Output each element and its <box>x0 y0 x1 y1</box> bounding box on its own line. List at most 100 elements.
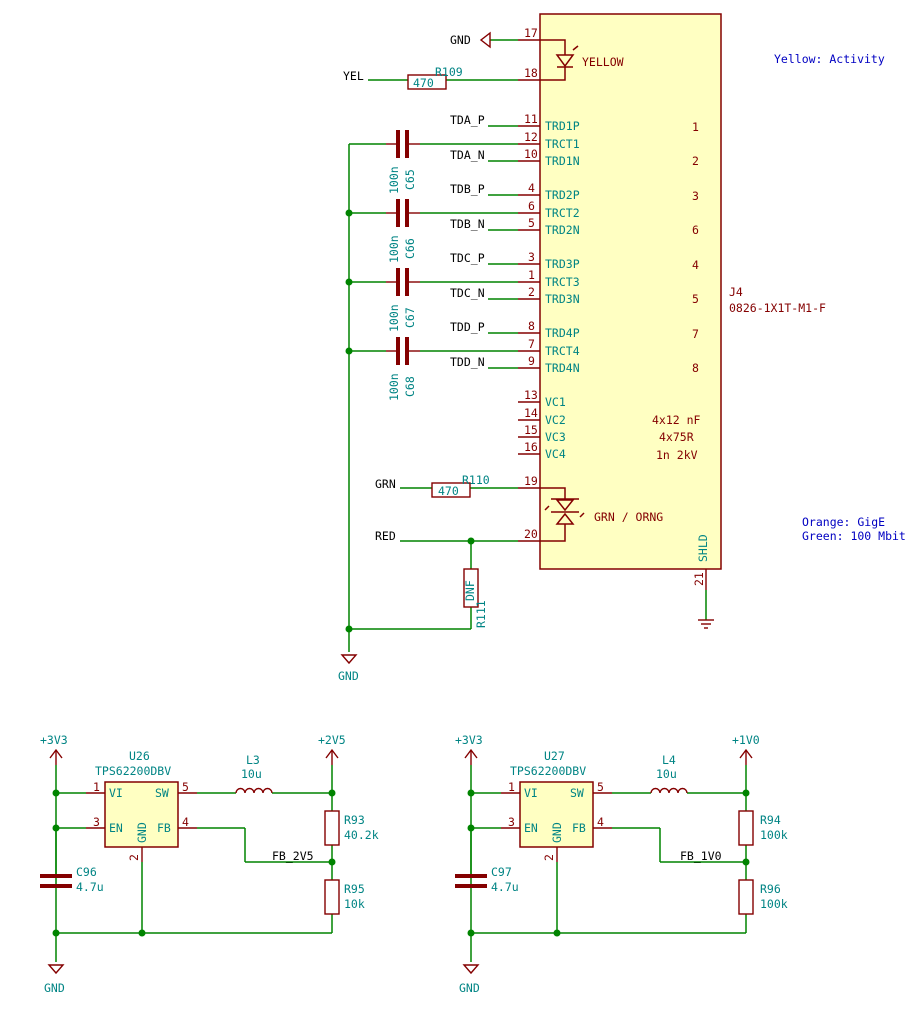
note-green: Green: 100 Mbit <box>802 529 906 543</box>
shield-earth-symbol <box>698 619 714 629</box>
pin-name: TRCT3 <box>545 275 580 289</box>
rail-label: +3V3 <box>455 733 483 747</box>
pair-position: 8 <box>692 361 699 375</box>
r110-ref: R110 <box>462 473 490 487</box>
ic-pin-num: 3 <box>93 815 100 829</box>
net-label-fb: FB_1V0 <box>680 849 722 863</box>
resistor-r110 <box>431 482 471 498</box>
pair-position: 3 <box>692 189 699 203</box>
capacitor-c67 <box>386 268 420 296</box>
connector-ref: J4 <box>729 285 743 299</box>
gnd-label: GND <box>338 669 359 683</box>
net-label-grn: GRN <box>375 477 396 491</box>
ic-pin-name: SW <box>570 786 584 800</box>
net-label: TDA_P <box>450 113 485 127</box>
pin-num: 16 <box>524 440 538 454</box>
c65-ref: C65 <box>403 169 417 190</box>
pin-num: 4 <box>528 181 535 195</box>
pin-name: TRCT2 <box>545 206 580 220</box>
pin-name: TRD2N <box>545 223 580 237</box>
pin-num: 2 <box>528 285 535 299</box>
pin-num: 13 <box>524 388 538 402</box>
pin-name: VC2 <box>545 413 566 427</box>
pin-name: TRD4N <box>545 361 580 375</box>
led-yellow-label: YELLOW <box>582 55 624 69</box>
ic-pin-name: FB <box>157 821 171 835</box>
pin-name: TRCT1 <box>545 137 580 151</box>
gnd-label: GND <box>44 981 65 995</box>
r111-ref: R111 <box>474 600 488 628</box>
inductor-ref: L3 <box>246 753 260 767</box>
pin-num: 3 <box>528 250 535 264</box>
res-value: 10k <box>344 897 365 911</box>
ic-pin-num: 3 <box>508 815 515 829</box>
pin-num: 9 <box>528 354 535 368</box>
ic-pin-name: FB <box>572 821 586 835</box>
c68-value: 100n <box>387 373 401 401</box>
capacitor-c66 <box>386 199 420 227</box>
note-orange: Orange: GigE <box>802 515 885 529</box>
pin-num: 5 <box>528 216 535 230</box>
capacitor-c68 <box>386 337 420 365</box>
ic-pin-num: 1 <box>508 780 515 794</box>
resistor-r96 <box>738 879 754 915</box>
resistor-r93 <box>324 810 340 846</box>
res-ref: R95 <box>344 882 365 896</box>
rail-arrow-1v0 <box>739 748 753 765</box>
rail-arrow-3v3-left <box>49 748 63 765</box>
c65-value: 100n <box>387 166 401 194</box>
net-label: TDD_P <box>450 320 485 334</box>
pin-name: TRD3N <box>545 292 580 306</box>
gnd-symbol-top <box>479 31 491 49</box>
r111-value: DNF <box>463 580 477 601</box>
res-value: 100k <box>760 897 788 911</box>
gnd-symbol-reg-right <box>462 933 480 975</box>
pin-num: 17 <box>524 26 538 40</box>
ic-pin-num: 5 <box>182 780 189 794</box>
cap-ref: C97 <box>491 865 512 879</box>
pin-name: TRD4P <box>545 326 580 340</box>
led-grn-orng-label: GRN / ORNG <box>594 510 663 524</box>
capacitor-c65 <box>386 130 420 158</box>
rail-label: +3V3 <box>40 733 68 747</box>
c68-ref: C68 <box>403 376 417 397</box>
spec-text: 4x75R <box>659 430 694 444</box>
pin-num: 21 <box>692 572 706 586</box>
connector-body <box>539 13 722 570</box>
pin-name: VC3 <box>545 430 566 444</box>
rail-label: +2V5 <box>318 733 346 747</box>
gnd-symbol-reg-left <box>47 933 65 975</box>
ic-pin-name: GND <box>550 822 564 843</box>
r109-value: 470 <box>413 76 434 90</box>
ic-pin-name: VI <box>109 786 123 800</box>
r110-value: 470 <box>438 484 459 498</box>
res-ref: R93 <box>344 813 365 827</box>
pin-name: VC1 <box>545 395 566 409</box>
pin-num: 6 <box>528 199 535 213</box>
pair-position: 1 <box>692 120 699 134</box>
spec-text: 4x12 nF <box>652 413 701 427</box>
ic-pin-name: SW <box>155 786 169 800</box>
inductor-l4 <box>650 787 688 794</box>
pin-name: VC4 <box>545 447 566 461</box>
ic-value: TPS62200DBV <box>95 764 171 778</box>
pair-position: 7 <box>692 327 699 341</box>
pin-num: 10 <box>524 147 538 161</box>
c67-ref: C67 <box>403 307 417 328</box>
ic-pin-name: EN <box>524 821 538 835</box>
pin-num: 7 <box>528 337 535 351</box>
net-label: TDA_N <box>450 148 485 162</box>
pin-name: TRD1P <box>545 119 580 133</box>
gnd-label: GND <box>459 981 480 995</box>
r109-ref: R109 <box>435 65 463 79</box>
top-junctions <box>345 209 475 633</box>
pin-num: 11 <box>524 112 538 126</box>
pin-num: 15 <box>524 423 538 437</box>
ic-pin-num: 1 <box>93 780 100 794</box>
pin-num: 18 <box>524 66 538 80</box>
c66-value: 100n <box>387 235 401 263</box>
ic-pin-num: 5 <box>597 780 604 794</box>
net-label-yel: YEL <box>343 69 364 83</box>
ic-pin-name: EN <box>109 821 123 835</box>
